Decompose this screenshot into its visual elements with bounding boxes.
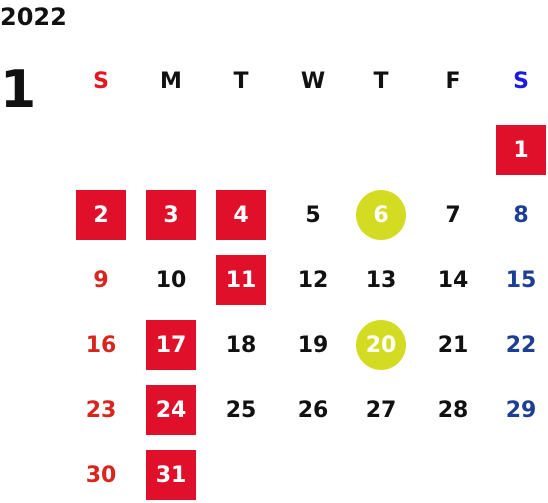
weekday-header-tue: T — [233, 68, 249, 94]
day-cell-3[interactable]: 3 — [146, 190, 196, 240]
day-cell-14[interactable]: 14 — [437, 267, 469, 293]
day-cell-30[interactable]: 30 — [85, 462, 117, 488]
day-cell-25[interactable]: 25 — [225, 397, 257, 423]
day-cell-4[interactable]: 4 — [216, 190, 266, 240]
day-cell-24[interactable]: 24 — [146, 385, 196, 435]
day-cell-7[interactable]: 7 — [445, 202, 461, 228]
day-cell-16[interactable]: 16 — [85, 332, 117, 358]
day-cell-23[interactable]: 23 — [85, 397, 117, 423]
day-cell-1[interactable]: 1 — [496, 125, 546, 175]
weekday-header-sat: S — [513, 68, 529, 94]
day-cell-12[interactable]: 12 — [297, 267, 329, 293]
weekday-header-thu: T — [373, 68, 389, 94]
day-cell-20[interactable]: 20 — [356, 320, 406, 370]
day-cell-6[interactable]: 6 — [356, 190, 406, 240]
day-cell-28[interactable]: 28 — [437, 397, 469, 423]
month-number: 1 — [0, 60, 37, 120]
day-cell-5[interactable]: 5 — [305, 202, 321, 228]
day-cell-2[interactable]: 2 — [76, 190, 126, 240]
day-cell-11[interactable]: 11 — [216, 255, 266, 305]
day-cell-21[interactable]: 21 — [437, 332, 469, 358]
day-cell-8[interactable]: 8 — [513, 202, 529, 228]
day-cell-27[interactable]: 27 — [365, 397, 397, 423]
day-cell-17[interactable]: 17 — [146, 320, 196, 370]
day-cell-13[interactable]: 13 — [365, 267, 397, 293]
year-label: 2022 — [0, 3, 67, 31]
weekday-header-wed: W — [300, 68, 326, 94]
day-cell-19[interactable]: 19 — [297, 332, 329, 358]
weekday-header-fri: F — [445, 68, 461, 94]
weekday-header-sun: S — [93, 68, 109, 94]
day-cell-22[interactable]: 22 — [505, 332, 537, 358]
day-cell-10[interactable]: 10 — [155, 267, 187, 293]
day-cell-31[interactable]: 31 — [146, 450, 196, 500]
weekday-header-mon: M — [160, 68, 182, 94]
day-cell-18[interactable]: 18 — [225, 332, 257, 358]
day-cell-29[interactable]: 29 — [505, 397, 537, 423]
day-cell-15[interactable]: 15 — [505, 267, 537, 293]
day-cell-9[interactable]: 9 — [93, 267, 109, 293]
day-cell-26[interactable]: 26 — [297, 397, 329, 423]
